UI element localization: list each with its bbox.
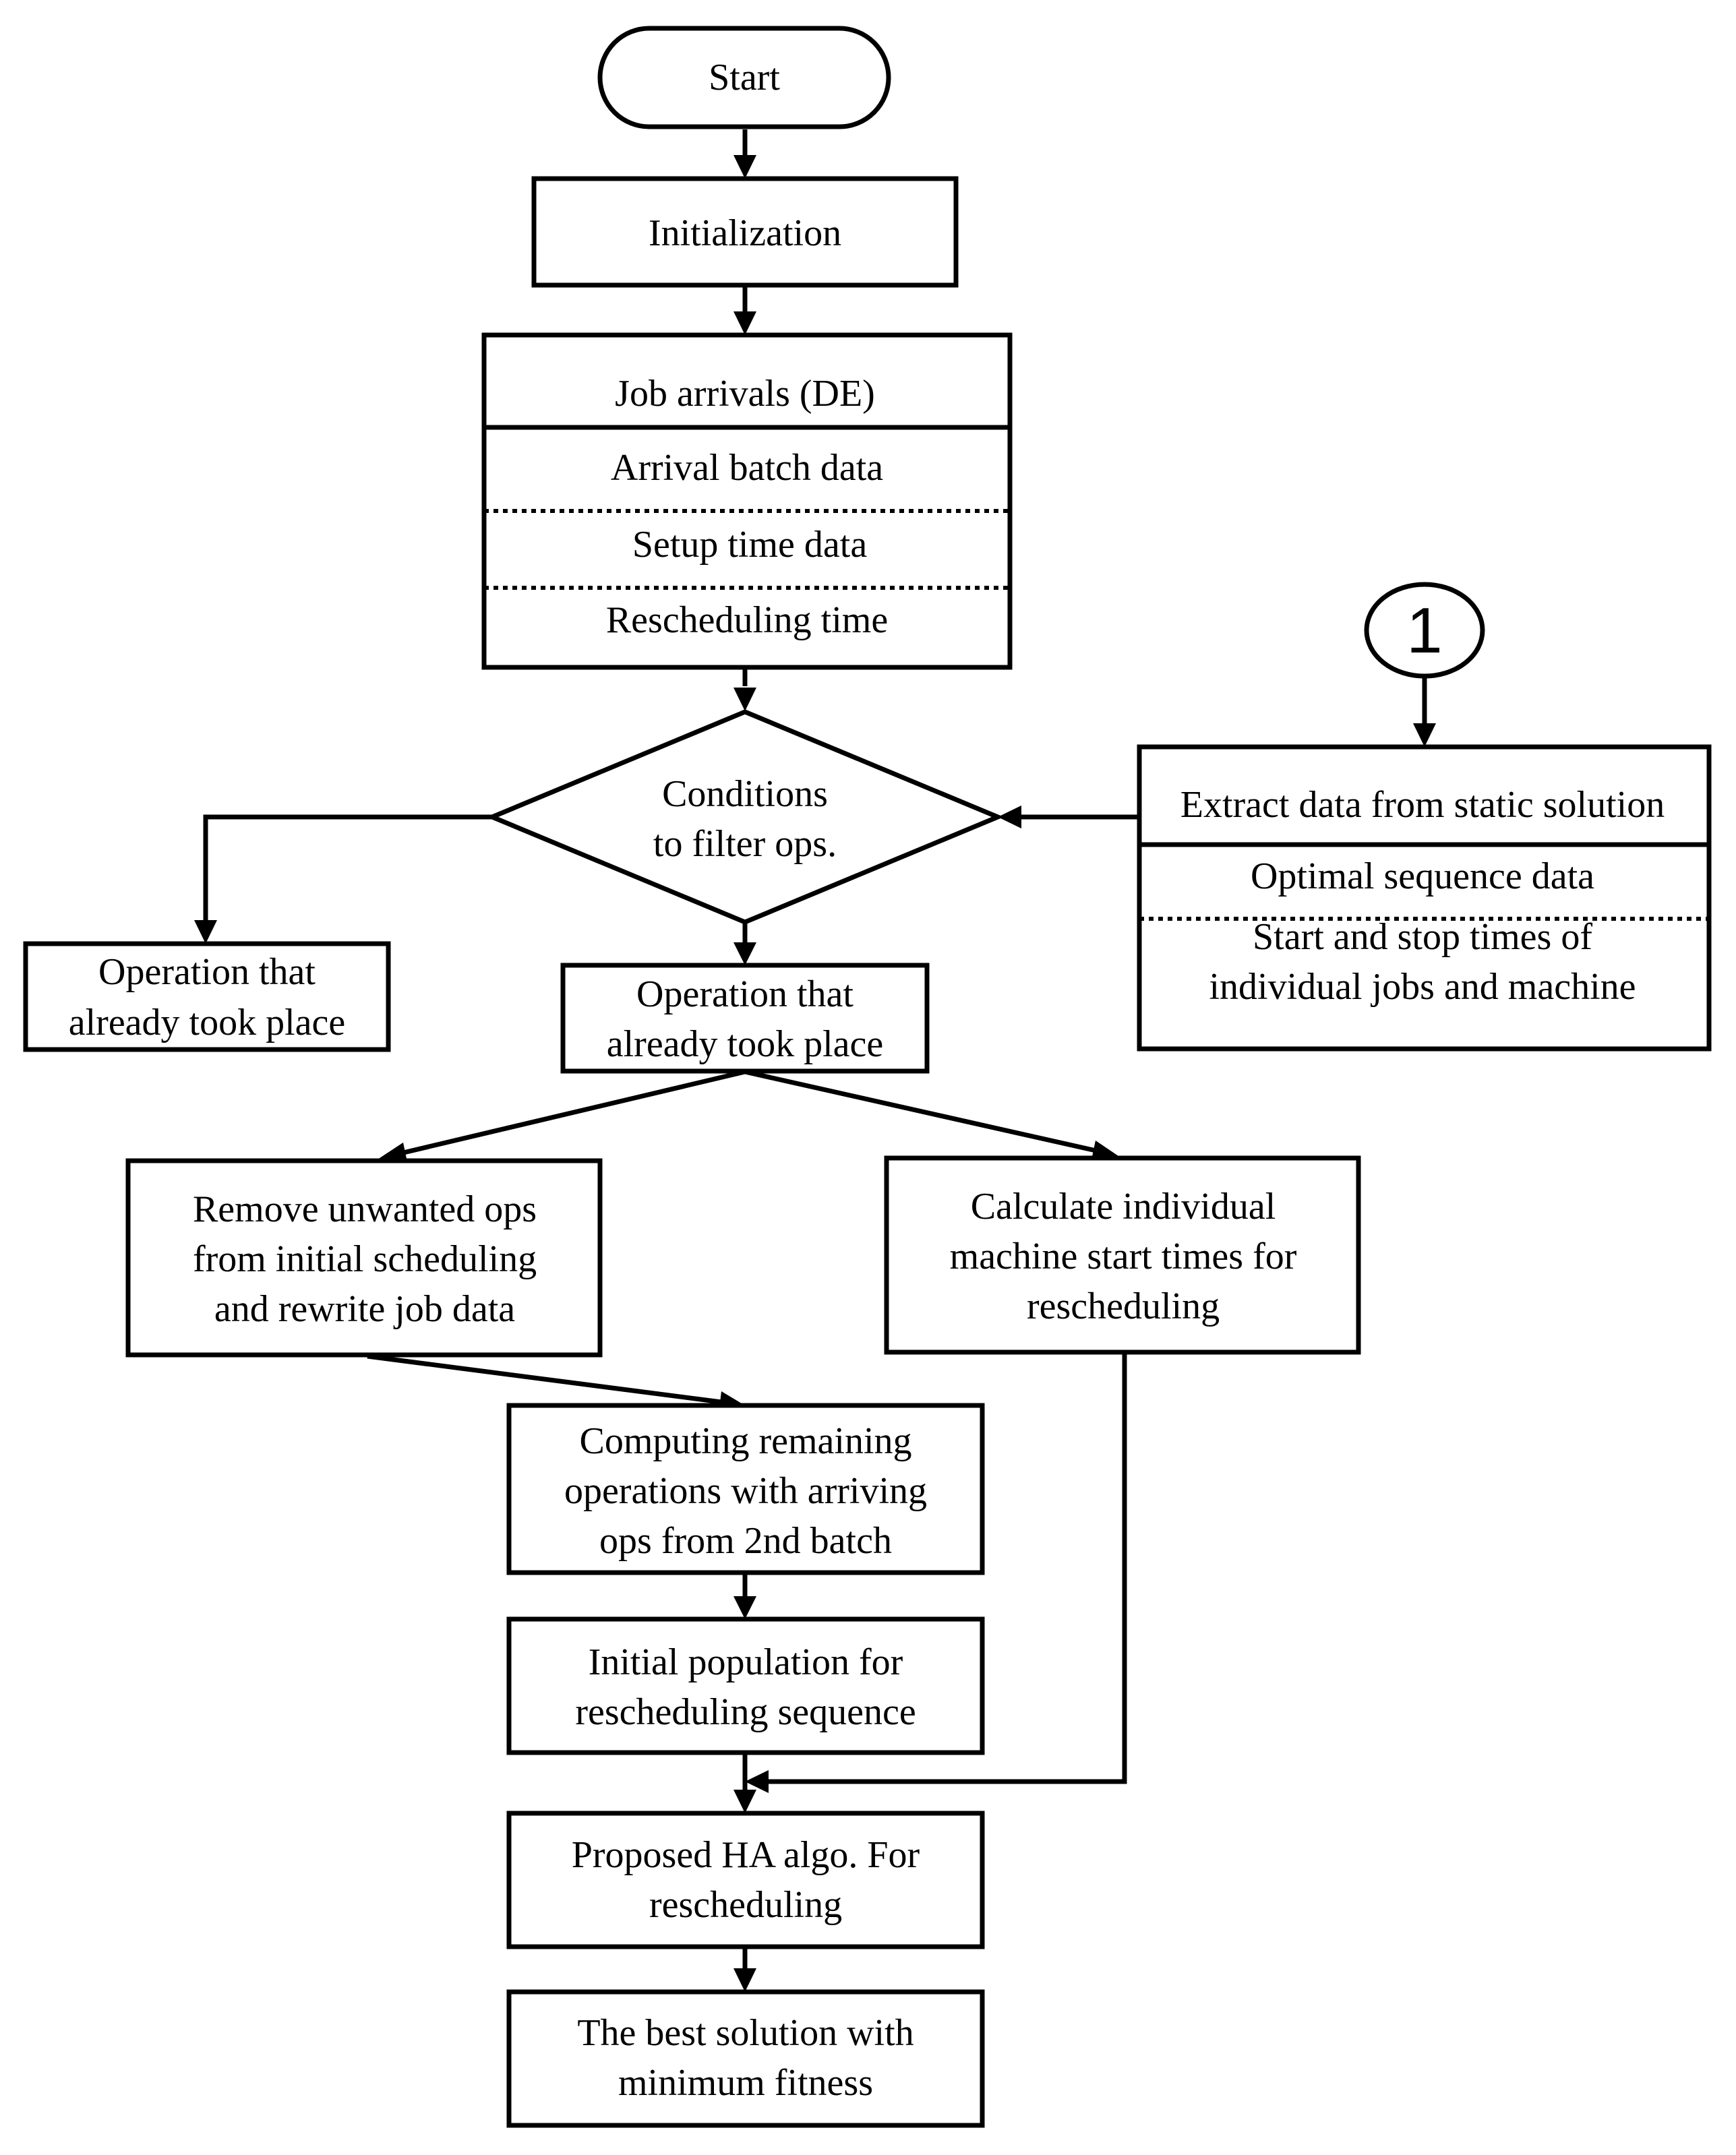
arrow-calculate-to-proposed bbox=[769, 1354, 1127, 1784]
best-solution-line-2: minimum fitness bbox=[618, 2062, 873, 2104]
arrowhead bbox=[1413, 723, 1436, 747]
optimal-sequence-label: Optimal sequence data bbox=[1251, 855, 1594, 897]
start-stop-times-line-2: individual jobs and machine bbox=[1209, 966, 1636, 1008]
start-stop-times-line-1: Start and stop times of bbox=[1253, 916, 1592, 958]
computing-line-3: ops from 2nd batch bbox=[599, 1520, 892, 1562]
remove-line-2: from initial scheduling bbox=[193, 1238, 537, 1280]
decision-line-1: Conditions bbox=[662, 773, 828, 815]
arrowhead bbox=[745, 1770, 769, 1793]
arrowhead bbox=[194, 920, 217, 944]
arrowhead bbox=[734, 1968, 756, 1992]
calculate-line-1: Calculate individual bbox=[971, 1186, 1276, 1227]
start-label: Start bbox=[709, 57, 780, 98]
operation-left-box: Operation that already took place bbox=[23, 941, 391, 1052]
computing-box: Computing remaining operations with arri… bbox=[506, 1403, 985, 1575]
proposed-ha-line-2: rescheduling bbox=[649, 1884, 842, 1926]
connector-label: 1 bbox=[1406, 595, 1442, 667]
initial-population-line-2: rescheduling sequence bbox=[575, 1691, 916, 1733]
computing-line-2: operations with arriving bbox=[564, 1470, 927, 1512]
best-solution-line-1: The best solution with bbox=[577, 2012, 914, 2054]
arrow-center-op-to-remove bbox=[397, 1069, 746, 1157]
arrowhead bbox=[734, 1790, 756, 1813]
calculate-box: Calculate individual machine start times… bbox=[884, 1155, 1361, 1355]
operation-center-line-2: already took place bbox=[607, 1023, 883, 1065]
start-terminal: Start bbox=[597, 26, 891, 129]
remove-line-3: and rewrite job data bbox=[214, 1288, 515, 1330]
initial-population-line-1: Initial population for bbox=[589, 1641, 903, 1683]
remove-line-1: Remove unwanted ops bbox=[193, 1188, 537, 1230]
calculate-line-3: rescheduling bbox=[1027, 1285, 1220, 1327]
decision-diamond: Conditions to filter ops. bbox=[485, 709, 1005, 925]
arrival-batch-data-label: Arrival batch data bbox=[611, 447, 883, 489]
operation-center-line-1: Operation that bbox=[636, 973, 854, 1015]
computing-line-1: Computing remaining bbox=[579, 1420, 911, 1462]
remove-box: Remove unwanted ops from initial schedul… bbox=[125, 1158, 603, 1358]
arrowhead bbox=[734, 942, 756, 965]
edges bbox=[194, 129, 1436, 1992]
decision-line-2: to filter ops. bbox=[653, 823, 837, 865]
initial-population-box: Initial population for rescheduling sequ… bbox=[506, 1616, 985, 1755]
calculate-line-2: machine start times for bbox=[950, 1236, 1297, 1277]
arrow-remove-to-computing bbox=[367, 1354, 722, 1405]
arrowhead bbox=[734, 155, 756, 179]
arrowhead bbox=[734, 688, 756, 711]
initialization-box: Initialization bbox=[531, 176, 959, 288]
rescheduling-time-label: Rescheduling time bbox=[606, 599, 888, 641]
operation-left-line-2: already took place bbox=[69, 1002, 345, 1043]
initialization-label: Initialization bbox=[649, 212, 841, 254]
proposed-ha-line-1: Proposed HA algo. For bbox=[572, 1834, 920, 1876]
arrowhead bbox=[998, 806, 1021, 828]
job-arrivals-title: Job arrivals (DE) bbox=[615, 373, 875, 415]
setup-time-data-label: Setup time data bbox=[632, 524, 868, 566]
arrowhead bbox=[734, 311, 756, 335]
connector-circle: 1 bbox=[1364, 582, 1485, 679]
extract-title: Extract data from static solution bbox=[1180, 784, 1665, 826]
extract-box: Extract data from static solution Optima… bbox=[1137, 744, 1712, 1052]
job-arrivals-box: Job arrivals (DE) Arrival batch data Set… bbox=[481, 332, 1013, 670]
arrow-decision-to-left-op bbox=[203, 814, 492, 923]
proposed-ha-box: Proposed HA algo. For rescheduling bbox=[506, 1811, 985, 1949]
operation-left-line-1: Operation that bbox=[98, 951, 316, 993]
best-solution-box: The best solution with minimum fitness bbox=[506, 1989, 985, 2128]
arrowhead bbox=[734, 1596, 756, 1619]
operation-center-box: Operation that already took place bbox=[560, 963, 930, 1074]
arrow-center-op-to-calculate bbox=[744, 1069, 1100, 1154]
